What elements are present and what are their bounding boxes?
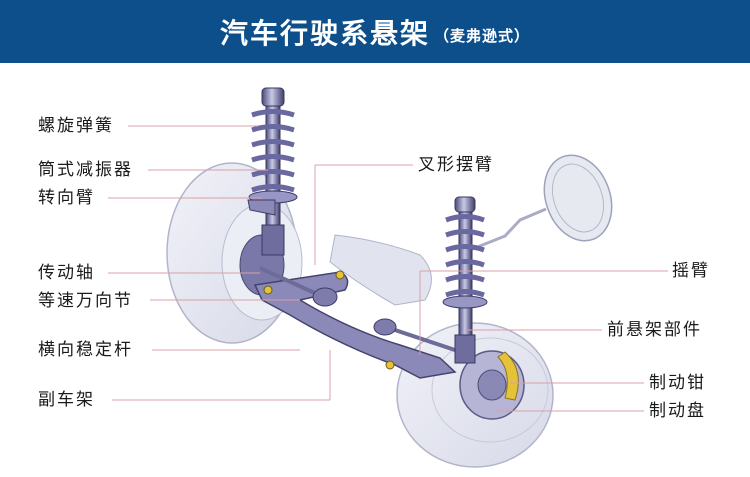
left-strut-icon [247, 87, 298, 256]
label-wishbone: 叉形摆臂 [416, 155, 496, 175]
label-front-suspension-parts: 前悬架部件 [605, 320, 704, 340]
right-strut-icon [442, 196, 488, 364]
page-subtitle: （麦弗逊式） [434, 27, 531, 45]
page-title: 汽车行驶系悬架 [219, 16, 430, 50]
label-cv-joint: 等速万向节 [36, 291, 135, 311]
label-brake-caliper: 制动钳 [647, 373, 708, 393]
label-coil-spring: 螺旋弹簧 [36, 116, 116, 136]
label-stabilizer-bar: 横向稳定杆 [36, 340, 135, 360]
right-wheel-icon [396, 322, 554, 468]
suspension-diagram: 螺旋弹簧 筒式减振器 转向臂 传动轴 等速万向节 横向稳定杆 副车架 叉形摆臂 … [0, 63, 750, 477]
suspension-illustration [108, 87, 668, 468]
steering-wheel-icon [469, 154, 613, 252]
label-drive-shaft: 传动轴 [36, 263, 97, 283]
subframe-icon [253, 271, 457, 379]
header-banner: 汽车行驶系悬架 （麦弗逊式） [0, 0, 750, 63]
label-steering-arm: 转向臂 [36, 188, 97, 208]
label-subframe: 副车架 [36, 390, 97, 410]
leader-lines [108, 125, 668, 412]
label-brake-disc: 制动盘 [647, 401, 708, 421]
label-shock-absorber: 筒式减振器 [36, 160, 135, 180]
brake-caliper-icon [497, 351, 519, 401]
label-rocker-arm: 摇臂 [670, 261, 712, 281]
